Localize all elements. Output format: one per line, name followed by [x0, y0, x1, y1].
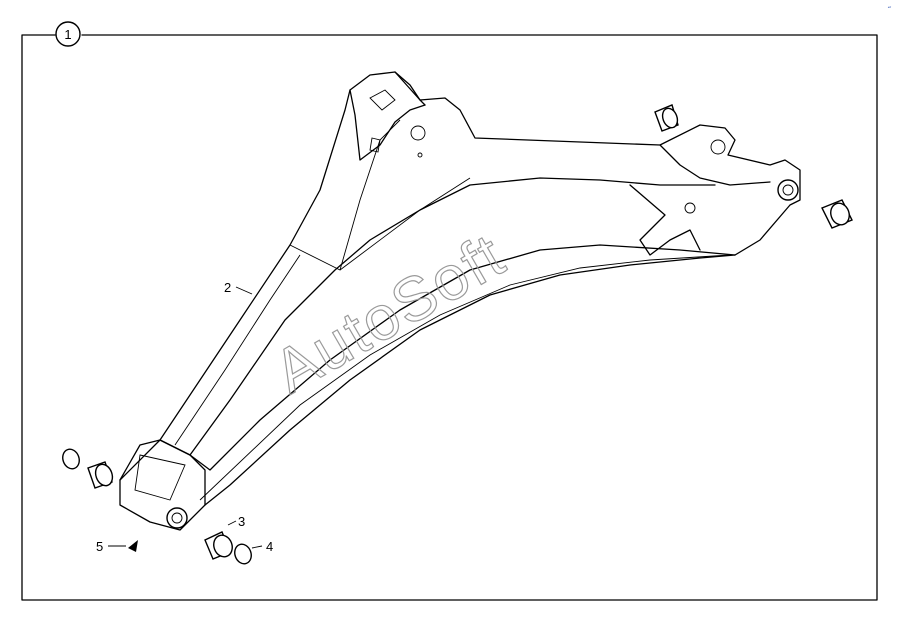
bushing-left	[87, 461, 114, 489]
ring-left	[62, 448, 80, 470]
diagram-frame	[21, 34, 878, 601]
bushing-right	[821, 199, 853, 229]
callout-3: 3	[238, 514, 245, 529]
watermark: AutoSoft	[263, 220, 517, 407]
boom-arm	[119, 71, 801, 531]
group-number: 1	[64, 27, 71, 42]
bushing-top-left	[654, 104, 679, 132]
grease-fitting	[128, 540, 138, 552]
callout-2: 2	[224, 280, 231, 295]
callout-5: 5	[96, 539, 103, 554]
bushing-3	[204, 531, 233, 560]
ring-4	[234, 543, 252, 565]
callout-4: 4	[266, 539, 273, 554]
corner-mark: ˶	[887, 1, 892, 11]
group-badge: 1	[55, 21, 81, 47]
